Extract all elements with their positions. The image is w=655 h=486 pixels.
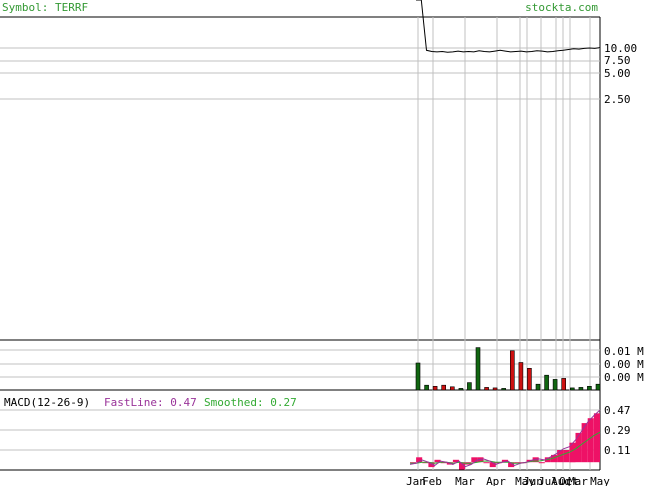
month-tick-label: Feb: [422, 475, 442, 486]
volume-series: [415, 347, 601, 391]
macd-tick-label: 0.47: [604, 404, 631, 417]
month-tick-label: May: [515, 475, 535, 486]
volume-bar: [458, 388, 464, 391]
macd-label: MACD(12-26-9): [4, 396, 90, 409]
macd-histogram-bar: [416, 457, 423, 463]
macd-histogram-bar: [569, 442, 576, 463]
volume-tick-label: 0.00 M: [604, 371, 644, 384]
smoothed-label: Smoothed: 0.27: [204, 396, 297, 409]
macd-histogram-bar: [551, 454, 558, 463]
macd-histogram-bar: [434, 459, 441, 463]
volume-bar: [544, 374, 549, 391]
volume-bar: [561, 378, 567, 391]
macd-histogram-bar: [563, 450, 570, 463]
macd-histogram-bar: [410, 462, 417, 464]
volume-bar: [569, 387, 575, 391]
volume-bar: [535, 383, 541, 391]
macd-histogram-bar: [508, 462, 515, 468]
macd-histogram-bar: [575, 432, 582, 463]
month-tick-label: Jun: [523, 475, 543, 486]
volume-bar: [527, 367, 532, 391]
volume-bar: [449, 386, 455, 391]
site-label: stockta.com: [525, 1, 598, 14]
volume-bar: [518, 362, 524, 391]
volume-bar: [424, 384, 429, 391]
fastline-label: FastLine: 0.47: [104, 396, 197, 409]
month-tick-label: Jul: [538, 475, 558, 486]
volume-bar: [484, 387, 489, 391]
symbol-label: Symbol: TERRF: [2, 1, 88, 14]
macd-histogram-bar: [538, 462, 545, 464]
macd-histogram-bar: [593, 413, 600, 463]
macd-histogram-bar: [452, 459, 459, 463]
volume-bar: [415, 362, 421, 391]
macd-tick-label: 0.11: [604, 444, 631, 457]
volume-bar: [441, 384, 447, 391]
macd-tick-label: 0.29: [604, 424, 631, 437]
volume-tick-label: 0.01 M: [604, 345, 644, 358]
macd-histogram-bar: [587, 418, 594, 463]
volume-bar: [578, 387, 584, 391]
volume-tick-label: 0.00 M: [604, 358, 644, 371]
month-tick-label: Oct: [559, 475, 579, 486]
month-tick-label: Jan: [406, 475, 426, 486]
price-tick-label: 2.50: [604, 93, 631, 106]
month-gridlines: [417, 17, 591, 470]
volume-bar: [509, 350, 515, 391]
volume-bar: [467, 382, 472, 391]
macd-histogram-bar: [459, 462, 466, 470]
volume-bar: [552, 379, 558, 391]
macd-fast-line: [409, 409, 601, 468]
price-tick-label: 5.00: [604, 67, 631, 80]
month-tick-label: Apr: [486, 475, 506, 486]
macd-histogram-bar: [514, 462, 521, 464]
macd-smoothed-line: [410, 431, 601, 464]
volume-bar: [492, 387, 498, 391]
volume-bar: [501, 388, 507, 391]
month-tick-label: Mar: [455, 475, 475, 486]
price-tick-label: 7.50: [604, 54, 631, 67]
volume-bar: [432, 385, 438, 391]
volume-bar: [475, 347, 481, 391]
volume-bar: [595, 383, 601, 391]
macd-histogram-bar: [471, 457, 478, 463]
price-tick-label: 10.00: [604, 42, 637, 55]
macd-histogram-bar: [557, 450, 564, 463]
price-series: [416, 0, 601, 53]
macd-histogram-bar: [428, 462, 435, 468]
volume-bar: [587, 385, 592, 391]
macd-histogram-bar: [501, 459, 508, 463]
price-line: [416, 0, 601, 53]
macd-histogram-bar: [483, 462, 490, 464]
macd-histogram-bar: [489, 462, 496, 468]
month-tick-label: Mar: [568, 475, 588, 486]
month-tick-label: Aug: [551, 475, 571, 486]
month-tick-label: May: [590, 475, 610, 486]
macd-series: [409, 409, 601, 470]
